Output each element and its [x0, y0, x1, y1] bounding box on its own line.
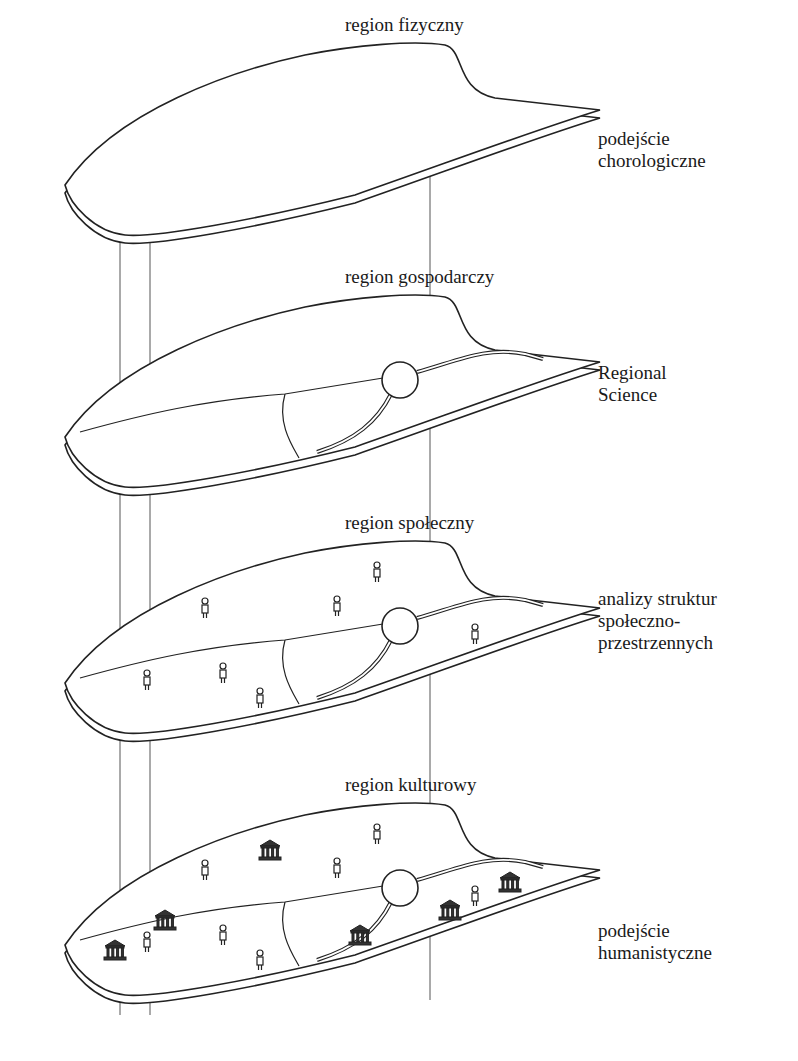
building-icon	[104, 940, 126, 960]
building-icon	[259, 840, 281, 860]
slab-outline	[65, 295, 600, 487]
approach-label: Regional Science	[598, 362, 708, 406]
projection-line	[120, 150, 121, 1015]
slab-shape	[55, 508, 615, 748]
building-icon	[439, 900, 461, 920]
person-icon	[472, 886, 478, 906]
slab-outline	[65, 541, 600, 733]
region-title: region fizyczny	[345, 14, 464, 36]
approach-label: analizy struktur społeczno-przestrzennyc…	[598, 588, 783, 654]
city-circle	[382, 608, 418, 644]
approach-label: podejście chorologiczne	[598, 128, 748, 172]
person-icon	[257, 950, 263, 970]
slab-outline	[65, 803, 600, 995]
city-circle	[382, 870, 418, 906]
building-icon	[499, 872, 521, 892]
region-title: region kulturowy	[345, 774, 476, 796]
economic-map	[80, 598, 543, 704]
person-icon	[257, 688, 263, 708]
person-icon	[202, 598, 208, 618]
economic-map	[80, 352, 543, 458]
person-icon	[144, 932, 150, 952]
economic-map	[80, 860, 543, 966]
person-icon	[472, 624, 478, 644]
person-icon	[220, 925, 226, 945]
region-slab: region kulturowy	[55, 770, 615, 1010]
person-icon	[220, 663, 226, 683]
person-icon	[374, 562, 380, 582]
building-icon	[349, 925, 371, 945]
region-title: region społeczny	[345, 512, 474, 534]
person-icon	[144, 670, 150, 690]
region-slab: region gospodarczy	[55, 262, 615, 502]
person-icon	[202, 860, 208, 880]
region-slab: region społeczny	[55, 508, 615, 748]
person-icon	[374, 824, 380, 844]
slab-shape	[55, 262, 615, 502]
slab-shape	[55, 770, 615, 1010]
person-icon	[334, 858, 340, 878]
region-slab: region fizyczny	[55, 10, 615, 250]
slab-outline	[65, 43, 600, 235]
person-icon	[334, 596, 340, 616]
approach-label: podejście humanistyczne	[598, 920, 748, 964]
slab-shape	[55, 10, 615, 250]
city-circle	[382, 362, 418, 398]
building-icon	[154, 910, 176, 930]
region-title: region gospodarczy	[345, 266, 494, 288]
